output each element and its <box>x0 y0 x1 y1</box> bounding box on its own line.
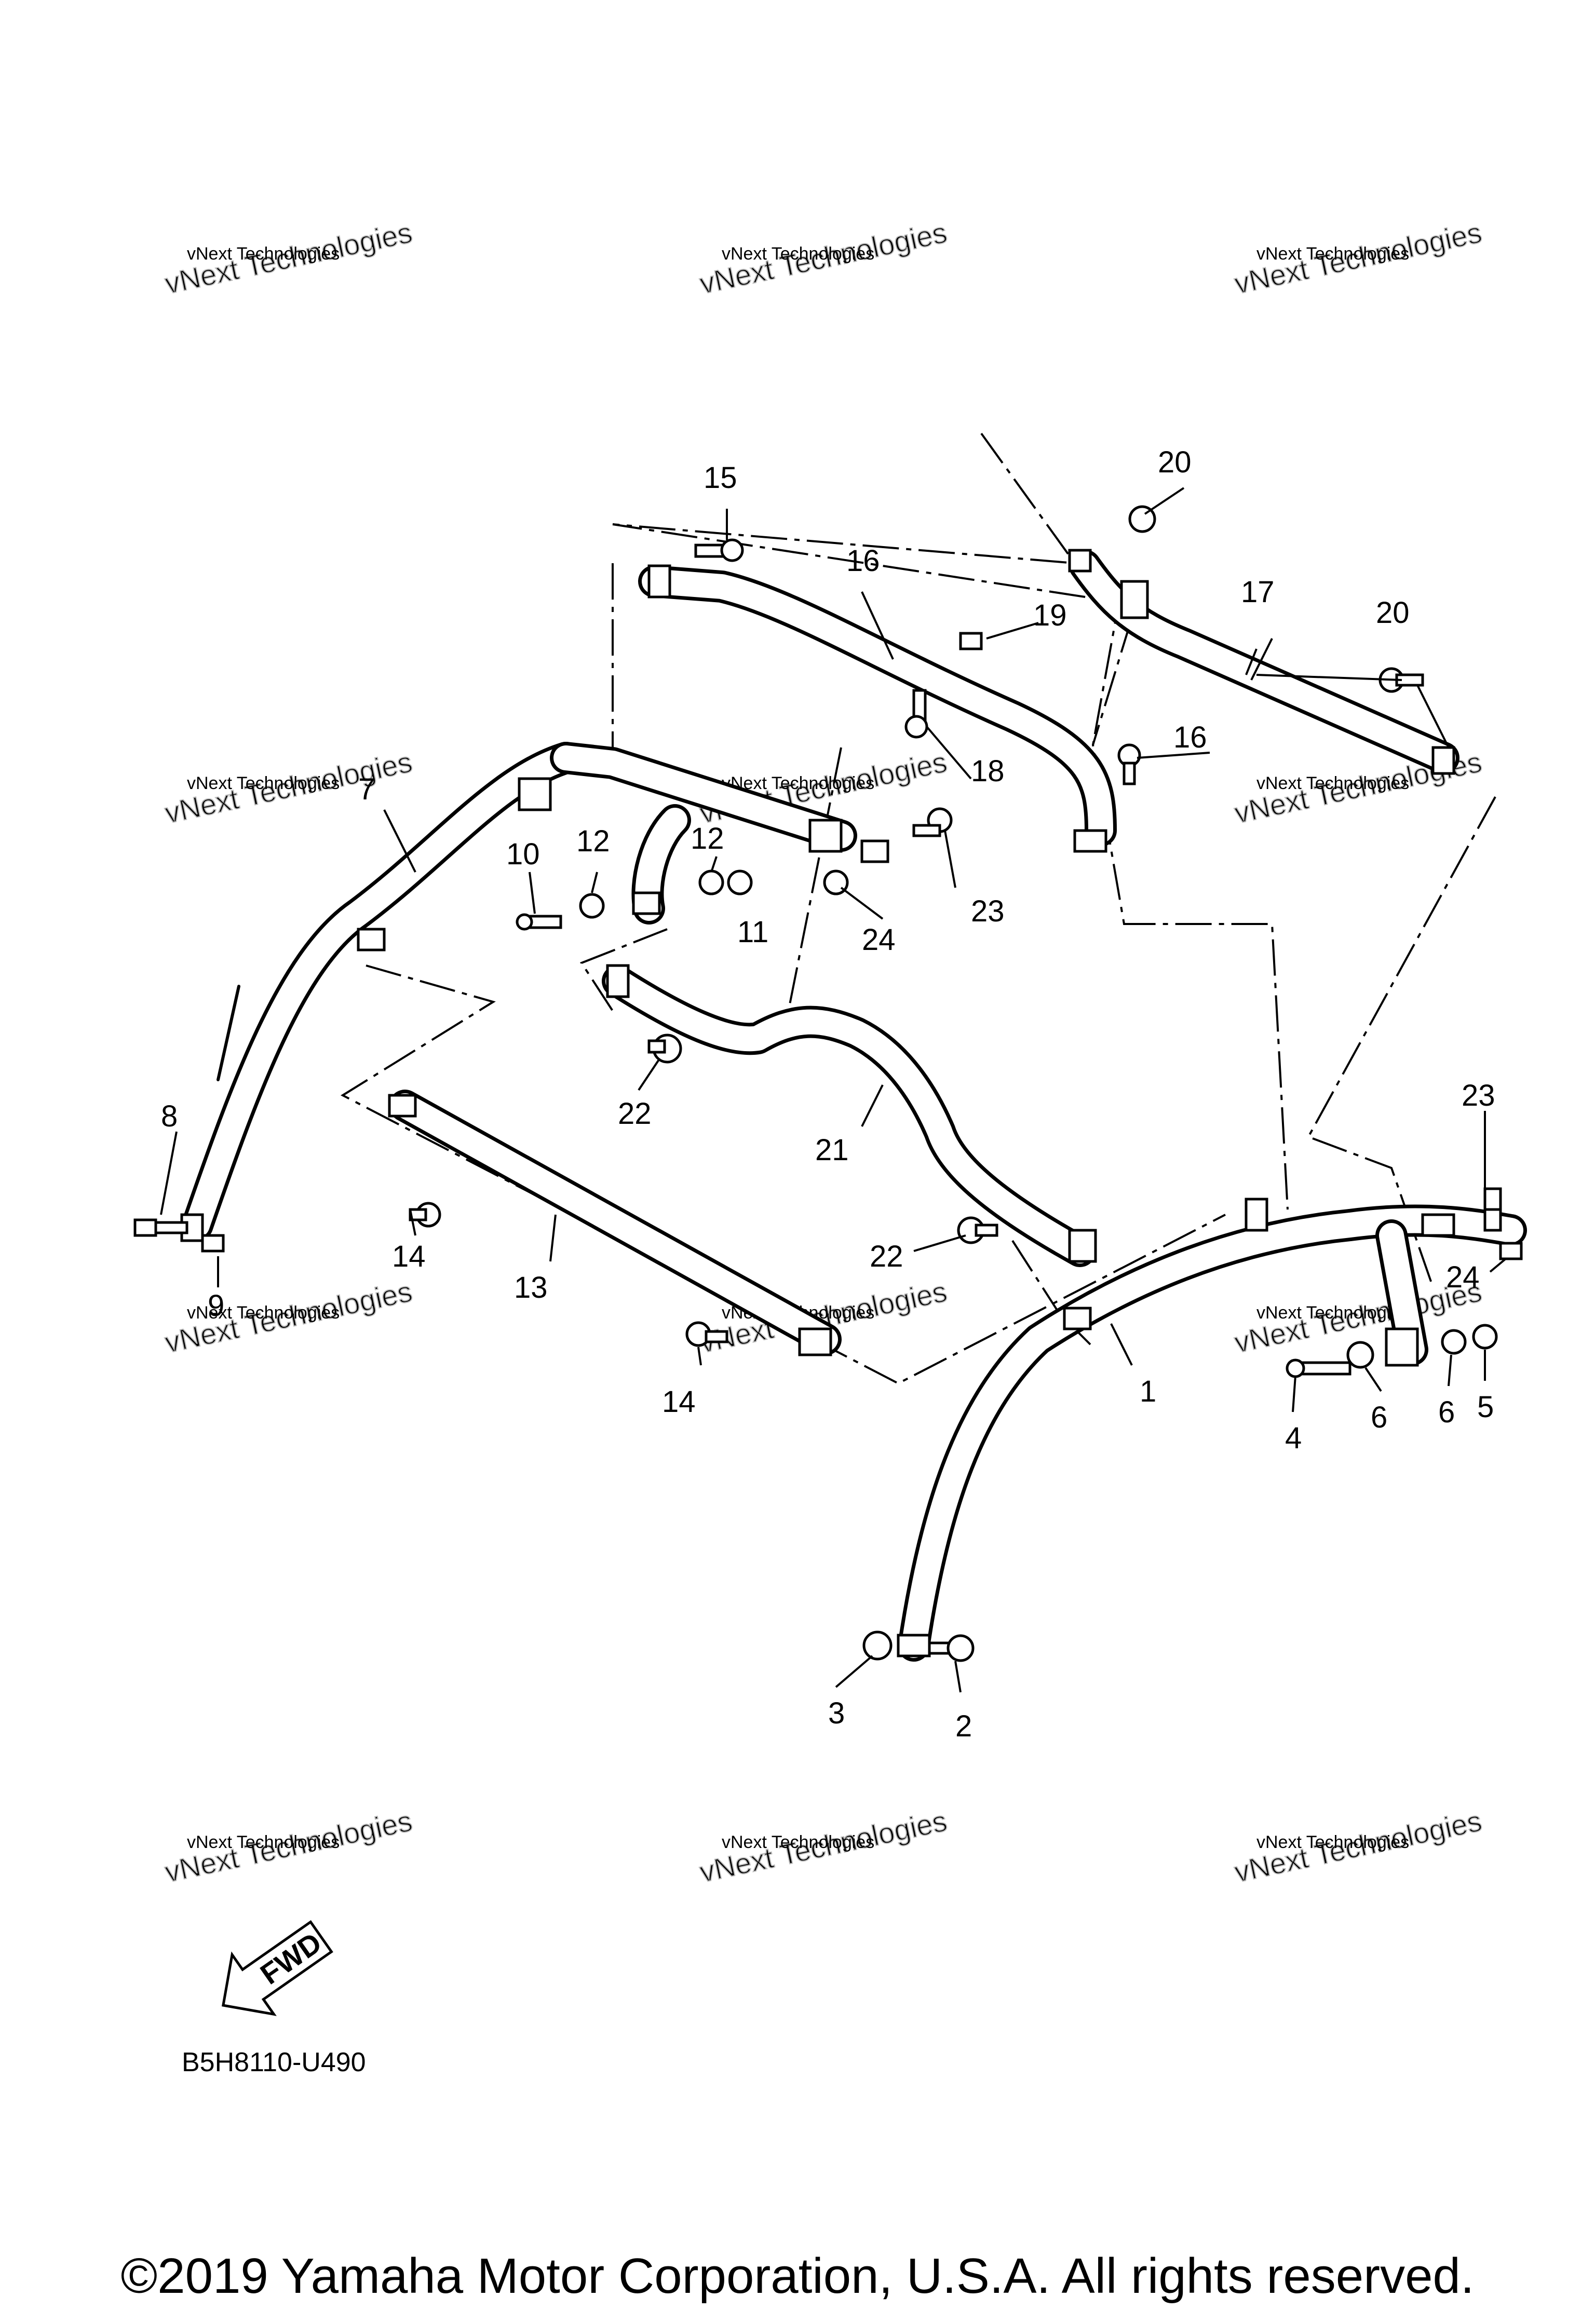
washer-12-right <box>698 869 724 895</box>
callout-3: 3 <box>828 1696 845 1730</box>
callout-7: 7 <box>358 772 375 806</box>
washer-3 <box>862 1630 893 1661</box>
bolt-23-right <box>1483 1187 1502 1232</box>
callout-21: 21 <box>815 1133 849 1167</box>
callout-labels: 15 20 16 17 19 20 16 18 7 10 12 12 11 24… <box>161 445 1495 1743</box>
diagram-code: B5H8110-U490 <box>182 2047 366 2077</box>
callout-20-right: 20 <box>1376 596 1410 630</box>
callout-5: 5 <box>1477 1390 1494 1424</box>
washer-12-left <box>579 893 605 919</box>
callout-2: 2 <box>955 1709 972 1743</box>
callout-24-top: 24 <box>862 923 896 957</box>
callout-13: 13 <box>514 1271 548 1304</box>
svg-text:vNext Technologies: vNext Technologies <box>1256 773 1409 793</box>
callout-6-right: 6 <box>1438 1395 1455 1429</box>
bolt-23-top <box>912 807 953 837</box>
callout-24-right: 24 <box>1446 1260 1480 1294</box>
bolt-14-bottom <box>685 1321 728 1347</box>
callout-4: 4 <box>1285 1421 1302 1455</box>
washer-5 <box>1472 1324 1498 1350</box>
callout-1: 1 <box>1140 1375 1156 1408</box>
washer-11 <box>727 869 753 895</box>
callout-17: 17 <box>1241 575 1275 609</box>
callout-22-top: 22 <box>618 1097 652 1131</box>
bolt-22-bottom <box>957 1216 998 1244</box>
watermark: vNext Technologies vNext Technologies <box>161 215 415 301</box>
callout-14-left: 14 <box>392 1240 426 1273</box>
watermark: vNext Technologies vNext Technologies <box>1231 1804 1485 1889</box>
washer-6-left <box>1346 1341 1374 1369</box>
watermark: vNext Technologies vNext Technologies <box>696 215 950 301</box>
bolt-14-left <box>409 1202 441 1228</box>
nut-20-top <box>1128 505 1156 533</box>
watermark-group: vNext Technologies vNext Technologies vN… <box>161 215 1485 1889</box>
callout-9: 9 <box>208 1289 224 1323</box>
watermark: vNext Technologies vNext Technologies <box>161 1804 415 1889</box>
callout-19: 19 <box>1033 599 1067 632</box>
svg-text:vNext Technologies: vNext Technologies <box>722 1832 874 1852</box>
callout-20-top: 20 <box>1158 445 1192 479</box>
bolt-10 <box>516 913 562 931</box>
callout-16-top: 15 <box>704 461 737 495</box>
watermark: vNext Technologies vNext Technologies <box>161 745 415 830</box>
bolt-18 <box>904 689 928 739</box>
clip-19 <box>959 632 983 650</box>
callout-14-bottom: 14 <box>662 1385 696 1419</box>
fasteners <box>133 505 1523 1662</box>
callout-12-right: 12 <box>691 822 724 855</box>
assembly-lines <box>340 432 1496 1385</box>
brackets <box>180 549 1455 1657</box>
svg-text:vNext Technologies: vNext Technologies <box>722 244 874 264</box>
bar-upper-15 <box>638 565 1117 847</box>
callout-12-left: 12 <box>576 824 610 858</box>
callout-16-right: 16 <box>1173 721 1207 754</box>
svg-text:vNext Technologies: vNext Technologies <box>187 244 340 264</box>
bolt-8 <box>133 1218 188 1237</box>
bolt-2 <box>928 1634 975 1662</box>
watermark: vNext Technologies vNext Technologies <box>161 1274 415 1360</box>
fwd-arrow-icon: FWD <box>221 1920 333 2016</box>
callout-6-left: 6 <box>1371 1401 1387 1434</box>
callout-11: 11 <box>737 915 768 949</box>
svg-text:vNext Technologies: vNext Technologies <box>187 1832 340 1852</box>
watermark: vNext Technologies vNext Technologies <box>1231 215 1485 301</box>
callout-10: 10 <box>506 837 540 871</box>
bolt-16-top <box>694 538 744 562</box>
watermark: vNext Technologies vNext Technologies <box>696 1804 950 1889</box>
bar-cross-13 <box>389 1090 842 1355</box>
bolt-16-right <box>1117 743 1141 785</box>
copyright-notice: ©2019 Yamaha Motor Corporation, U.S.A. A… <box>120 2248 1475 2304</box>
bar-cross-21 <box>602 965 1096 1267</box>
callout-18: 18 <box>971 754 1005 788</box>
callout-23-top: 23 <box>971 894 1005 928</box>
callout-15: 16 <box>846 544 880 578</box>
bolt-4 <box>1286 1358 1351 1378</box>
bar-left-front-7 <box>181 742 582 1241</box>
svg-text:vNext Technologies: vNext Technologies <box>187 773 340 793</box>
svg-text:vNext Technologies: vNext Technologies <box>187 1303 340 1323</box>
callout-22-bottom: 22 <box>870 1240 903 1273</box>
callout-23-right: 23 <box>1462 1079 1495 1112</box>
nut-9 <box>201 1234 225 1253</box>
washer-6-right <box>1441 1329 1467 1355</box>
callout-8: 8 <box>161 1099 178 1133</box>
nut-24-right <box>1499 1242 1523 1260</box>
svg-text:vNext Technologies: vNext Technologies <box>1256 244 1409 264</box>
leader-lines <box>160 487 1507 1693</box>
bolt-22-top <box>647 1034 682 1064</box>
svg-text:vNext Technologies: vNext Technologies <box>1256 1303 1409 1323</box>
bar-right-front-1 <box>898 1204 1527 1662</box>
svg-text:vNext Technologies: vNext Technologies <box>1256 1832 1409 1852</box>
